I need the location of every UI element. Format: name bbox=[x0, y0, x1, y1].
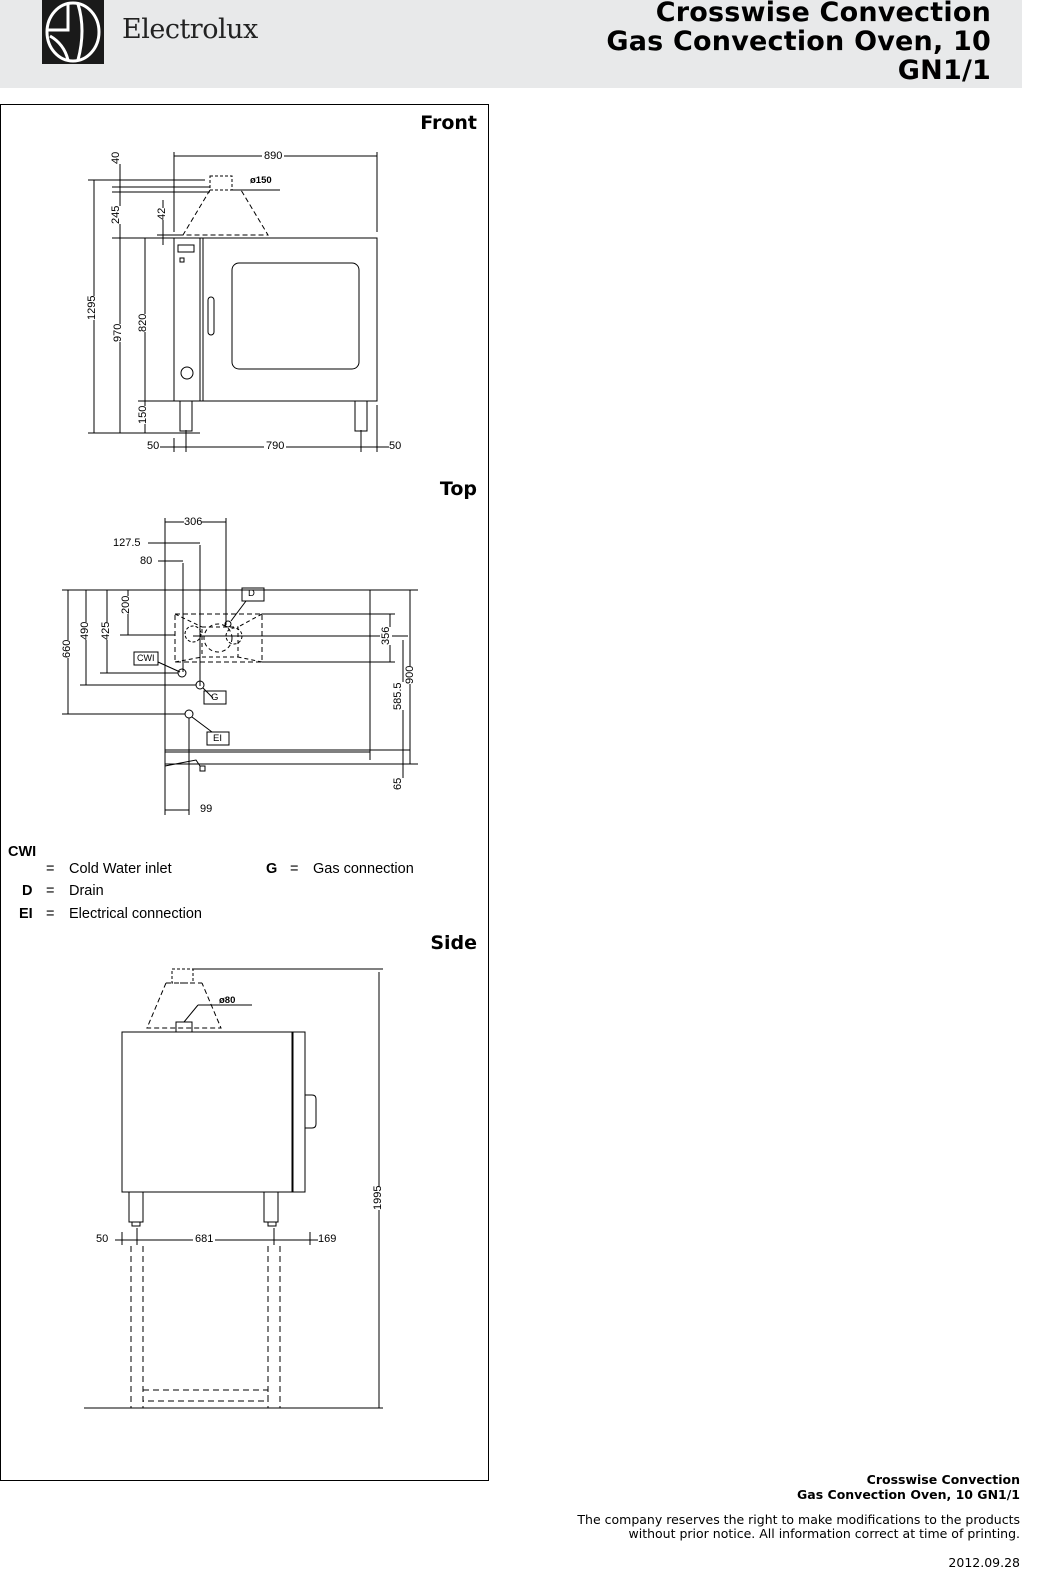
top-view-label: Top bbox=[439, 478, 477, 500]
connection-legend: CWI = Cold Water inlet G = Gas connectio… bbox=[8, 844, 414, 922]
dim-top-585_5: 585.5 bbox=[392, 682, 404, 710]
dim-front-50-right: 50 bbox=[389, 440, 402, 452]
dim-front-50-left: 50 bbox=[147, 440, 160, 452]
tag-cold-water-inlet: CWI bbox=[137, 653, 155, 663]
brand-name: Electrolux bbox=[122, 14, 258, 45]
footer-title: Crosswise Convection Gas Convection Oven… bbox=[797, 1472, 1020, 1502]
dim-top-99: 99 bbox=[200, 803, 213, 815]
dim-top-80: 80 bbox=[140, 555, 153, 567]
dim-front-970: 970 bbox=[112, 323, 124, 342]
dim-front-flue: ø150 bbox=[250, 175, 272, 186]
dim-side-1995: 1995 bbox=[372, 1185, 384, 1210]
front-view-label: Front bbox=[420, 112, 477, 134]
tag-gas: G bbox=[211, 692, 219, 703]
dim-front-790: 790 bbox=[264, 440, 287, 452]
top-view-drawing bbox=[62, 518, 418, 815]
dim-top-65: 65 bbox=[392, 777, 404, 790]
dim-top-356: 356 bbox=[380, 626, 392, 645]
dim-top-425: 425 bbox=[100, 621, 112, 640]
footer-date: 2012.09.28 bbox=[948, 1555, 1020, 1570]
dim-front-42: 42 bbox=[156, 207, 168, 220]
dim-side-flue: ø80 bbox=[219, 995, 236, 1006]
dim-side-50: 50 bbox=[96, 1233, 109, 1245]
dim-front-1295: 1295 bbox=[86, 295, 98, 320]
electrolux-logo-icon bbox=[42, 0, 104, 64]
dim-side-681: 681 bbox=[193, 1233, 216, 1245]
dim-front-width: 890 bbox=[262, 150, 285, 162]
dim-top-200: 200 bbox=[120, 595, 132, 614]
drawing-frame bbox=[0, 104, 489, 1481]
dim-front-820: 820 bbox=[137, 313, 149, 332]
dim-top-900: 900 bbox=[404, 665, 416, 684]
dim-top-306: 306 bbox=[184, 516, 203, 528]
dim-front-245: 245 bbox=[110, 205, 122, 224]
dim-front-40: 40 bbox=[110, 151, 122, 164]
tag-drain: D bbox=[248, 588, 255, 599]
side-view-drawing bbox=[84, 968, 383, 1409]
dim-top-490: 490 bbox=[79, 621, 91, 640]
document-title: Crosswise Convection Gas Convection Oven… bbox=[606, 0, 991, 86]
dim-top-660: 660 bbox=[61, 639, 73, 658]
dim-side-169: 169 bbox=[318, 1233, 337, 1245]
page-header: Electrolux Crosswise Convection Gas Conv… bbox=[0, 0, 1022, 88]
footer-disclaimer: The company reserves the right to make m… bbox=[577, 1512, 1020, 1541]
dim-top-127_5: 127.5 bbox=[113, 537, 141, 549]
tag-electrical: EI bbox=[213, 733, 222, 744]
front-view-drawing bbox=[88, 152, 390, 452]
dim-front-150: 150 bbox=[137, 405, 149, 424]
side-view-label: Side bbox=[430, 932, 477, 954]
